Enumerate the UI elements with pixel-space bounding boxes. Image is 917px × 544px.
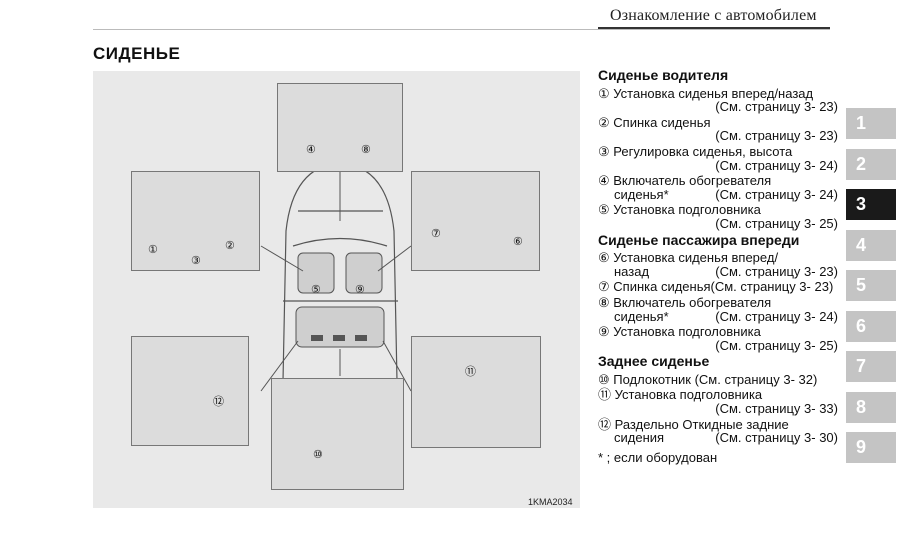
chapter-tab-2[interactable]: 2 [846,148,896,180]
group-title: Заднее сиденье [598,353,710,370]
list-item: ⑥ Установка сиденья вперед/(См. страницу… [598,250,838,279]
chapter-tab-7[interactable]: 7 [846,351,896,382]
list-item: ⑤ Установка подголовника(См. страницу 3-… [598,202,838,231]
list-item: ⑧ Включатель обогревателя(См. страницу 3… [598,294,838,324]
header-rule [598,27,830,29]
rear-headrest-panel [411,336,541,448]
callout-8: ⑧ [361,144,371,156]
group-driver-seat: Сиденье водителя ① Установка сиденья впе… [598,67,838,231]
seat-reference-list: Сиденье водителя ① Установка сиденья впе… [598,66,838,464]
chapter-title: Ознакомление с автомобилем [610,7,817,24]
callout-9: ⑨ [355,284,365,296]
chapter-tab-4[interactable]: 4 [846,229,896,261]
chapter-tabs: 1 2 3 4 5 6 7 8 9 [846,108,896,473]
callout-3: ③ [191,255,201,267]
list-item: ③ Регулировка сиденья, высота(См. страни… [598,143,838,173]
driver-seat-panel [131,171,260,271]
callout-10: ⑩ [313,449,323,461]
chapter-tab-8[interactable]: 8 [846,391,896,423]
group-title: Сиденье пассажира впереди [598,231,800,248]
chapter-tab-3[interactable]: 3 [846,189,896,220]
chapter-tab-5[interactable]: 5 [846,270,896,301]
group-front-passenger-seat: Сиденье пассажира впереди ⑥ Установка си… [598,231,838,353]
armrest-panel [271,378,404,490]
list-item: ⑪ Установка подголовника(См. страницу 3-… [598,387,838,417]
callout-2: ② [225,240,235,252]
footnote: * ; если оборудован [598,449,718,465]
list-item: ⑩ Подлокотник (См. страницу 3- 32) [598,371,818,387]
callout-4: ④ [306,144,316,156]
group-rear-seat: Заднее сиденье ⑩ Подлокотник (См. страни… [598,353,838,446]
callout-7: ⑦ [431,228,441,240]
section-title: СИДЕНЬЕ [93,44,181,63]
list-item: ② Спинка сиденья(См. страницу 3- 23) [598,114,838,144]
list-item: ① Установка сиденья вперед/назад(См. стр… [598,85,838,115]
callout-6: ⑥ [513,236,523,248]
callout-12: ⑫ [213,396,224,408]
console-heater-switch-panel [277,83,403,172]
callout-11: ⑪ [465,366,476,378]
list-item: ⑨ Установка подголовника(См. страницу 3-… [598,324,838,353]
seat-illustration: ① ② ③ ④ ⑤ ⑥ ⑦ ⑧ ⑨ ⑩ ⑪ ⑫ [93,71,580,508]
rear-folding-seat-panel [131,336,249,446]
list-item: ⑦ Спинка сиденья(См. страницу 3- 23) [598,279,834,295]
list-item: ⑫ Раздельно Откидные задние(См. страницу… [598,416,838,446]
chapter-tab-9[interactable]: 9 [846,432,896,463]
header-thin-rule [93,29,830,30]
callout-1: ① [148,244,158,256]
callout-5: ⑤ [311,284,321,296]
figure-code: 1KMA2034 [528,497,573,507]
group-title: Сиденье водителя [598,67,729,83]
list-item: ④ Включатель обогревателя(См. страницу 3… [598,173,838,202]
chapter-tab-1[interactable]: 1 [846,108,896,139]
chapter-tab-6[interactable]: 6 [846,310,896,342]
passenger-seat-panel [411,171,540,271]
